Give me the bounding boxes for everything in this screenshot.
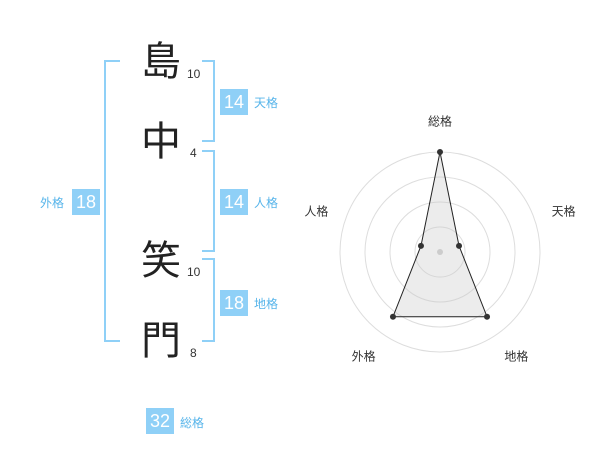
stroke-count-3: 10: [187, 265, 201, 279]
tenkaku-bracket: [202, 60, 215, 142]
radar-point-4: [389, 313, 396, 320]
name-char-2: 中: [141, 119, 181, 165]
radar-axis-label-3: 地格: [504, 349, 528, 364]
chikaku-value: 18: [220, 290, 248, 316]
radar-ring-2: [389, 201, 491, 303]
gaikaku-bracket: [104, 60, 120, 342]
radar-axis-label-4: 外格: [352, 349, 376, 364]
tenkaku-value: 14: [220, 89, 248, 115]
radar-point-3: [484, 313, 491, 320]
stroke-count-1: 10: [187, 67, 201, 81]
radar-point-1: [437, 149, 443, 155]
radar-ring-3: [364, 176, 516, 328]
radar-axis-label-5: 人格: [304, 203, 328, 218]
name-char-4: 門: [141, 318, 181, 364]
radar-axis-label-2: 天格: [552, 203, 576, 218]
radar-axis-label-1: 総格: [428, 114, 452, 129]
jinkaku-value: 14: [220, 189, 248, 215]
tenkaku-label: 天格: [254, 96, 279, 110]
jinkaku-label: 人格: [254, 196, 279, 210]
jinkaku-bracket: [202, 150, 215, 252]
gaikaku-label: 外格: [40, 196, 65, 210]
chikaku-label: 地格: [254, 297, 279, 311]
name-char-1: 島: [141, 39, 181, 85]
radar-center-dot: [437, 249, 443, 255]
soukaku-value: 32: [146, 408, 174, 434]
stroke-count-4: 8: [190, 346, 197, 360]
radar-polygon: [392, 151, 488, 318]
chikaku-bracket: [202, 258, 215, 342]
radar-point-2: [456, 242, 463, 249]
stroke-count-2: 4: [190, 146, 197, 160]
radar-ring-1: [414, 226, 466, 278]
name-char-3: 笑: [141, 238, 181, 284]
gaikaku-value: 18: [72, 189, 100, 215]
radar-point-5: [417, 242, 424, 249]
soukaku-label: 総格: [180, 416, 205, 430]
